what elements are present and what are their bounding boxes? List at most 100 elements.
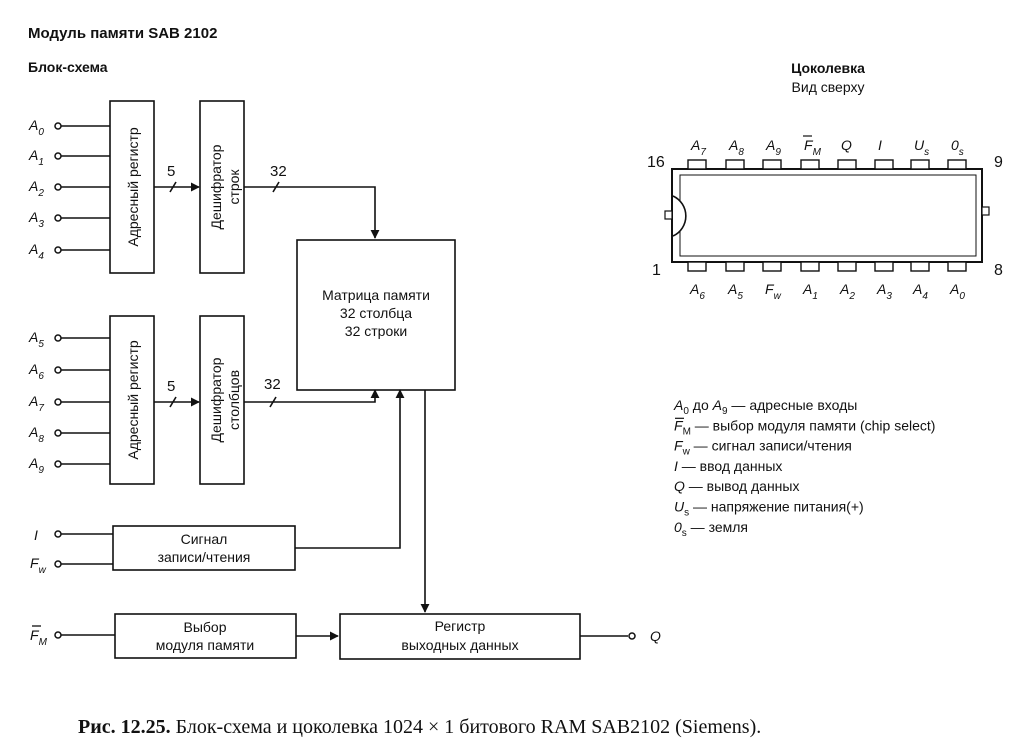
chip-pin-top — [725, 159, 745, 170]
chip-pin-bottom-label: A3 — [876, 281, 892, 302]
pinout-title: Цоколевка — [791, 60, 865, 76]
input-a2-label: A2 — [28, 178, 44, 199]
rw-to-matrix-line — [295, 389, 405, 549]
pin-9-label: 9 — [994, 154, 1003, 171]
chip-pin-bottom — [725, 261, 745, 272]
pin-8-label: 8 — [994, 262, 1003, 279]
chip-pin-top-label: I — [878, 137, 882, 153]
chip-pin-top-label: Us — [914, 137, 929, 158]
legend-row: Q — вывод данных — [674, 478, 799, 494]
chip-side-tab — [981, 206, 990, 216]
chip-select-label-1: Выбор — [184, 619, 227, 635]
chip-pin-bottom — [910, 261, 930, 272]
address-register-bottom-label: Адресный регистр — [125, 340, 141, 459]
address-register-top-label: Адресный регистр — [125, 127, 141, 246]
address-input-terminal — [54, 246, 62, 254]
input-i-terminal — [54, 530, 62, 538]
legend-row: Us — напряжение питания(+) — [674, 499, 864, 519]
address-input-terminal — [54, 183, 62, 191]
chip-notch-icon — [672, 195, 687, 237]
bus-tick — [169, 396, 177, 408]
memory-matrix-label-3: 32 строки — [345, 323, 407, 339]
output-q-terminal — [628, 632, 636, 640]
input-i-label: I — [34, 527, 38, 543]
pin-16-label: 16 — [647, 154, 665, 171]
chip-pin-top-label: 0s — [951, 137, 964, 158]
chip-pin-bottom-label: A0 — [949, 281, 965, 302]
chip-pin-bottom-label: A6 — [689, 281, 705, 302]
address-input-terminal — [54, 334, 62, 342]
bus-width-label: 32 — [264, 376, 281, 393]
chip-pin-bottom-label: A2 — [839, 281, 855, 302]
chip-select-label-2: модуля памяти — [156, 637, 254, 653]
row-decoder-label-2: строк — [226, 169, 242, 205]
legend-row: I — ввод данных — [674, 458, 782, 474]
chip-pin-bottom — [687, 261, 707, 272]
bus-width-label: 5 — [167, 163, 175, 180]
input-a8-label: A8 — [28, 424, 44, 445]
chip-pin-bottom-label: Fw — [765, 281, 782, 302]
input-a9-label: A9 — [28, 455, 44, 476]
output-register-label-2: выходных данных — [401, 637, 518, 653]
chip-pin-top-label: A7 — [690, 137, 706, 158]
address-input-terminal — [54, 460, 62, 468]
memory-matrix-label-2: 32 столбца — [340, 305, 412, 321]
chip-select-block — [114, 613, 297, 659]
chip-pin-top-label: A8 — [728, 137, 744, 158]
input-a6-label: A6 — [28, 361, 44, 382]
chip-pin-top-label: FM — [804, 137, 822, 158]
legend-row: A0 до A9 — адресные входы — [673, 397, 857, 417]
figure-caption: Рис. 12.25. Блок-схема и цоколевка 1024 … — [78, 716, 761, 738]
chip-pin-top — [874, 159, 894, 170]
bus-tick — [272, 181, 280, 193]
legend-row: 0s — земля — [674, 519, 748, 539]
output-register-label-1: Регистр — [435, 618, 486, 634]
read-write-label-2: записи/чтения — [158, 549, 251, 565]
page-title: Модуль памяти SAB 2102 — [28, 25, 217, 42]
address-input-terminal — [54, 152, 62, 160]
bus-tick — [269, 396, 277, 408]
pinout-subtitle: Вид сверху — [792, 79, 865, 95]
address-input-terminal — [54, 122, 62, 130]
address-input-terminal — [54, 214, 62, 222]
bus-row-to-matrix — [244, 186, 380, 239]
input-a4-label: A4 — [28, 241, 44, 262]
column-decoder-label-2: столбцов — [226, 370, 242, 430]
bus-width-label: 32 — [270, 163, 287, 180]
output-q-label: Q — [650, 628, 661, 644]
bus-col-to-matrix — [244, 389, 380, 403]
chip-pin-top — [910, 159, 930, 170]
chip-pin-bottom — [800, 261, 820, 272]
chip-pin-bottom-label: A1 — [802, 281, 818, 302]
read-write-label-1: Сигнал — [181, 531, 228, 547]
address-input-terminal — [54, 366, 62, 374]
address-input-terminal — [54, 398, 62, 406]
memory-matrix — [296, 239, 456, 391]
pin-1-label: 1 — [652, 262, 661, 279]
chip-pin-top — [947, 159, 967, 170]
read-write-signal-block — [112, 525, 296, 571]
chip-side-tab — [664, 210, 673, 220]
column-decoder-label-1: Дешифратор — [208, 357, 224, 442]
input-fm-label: FM — [30, 627, 48, 648]
input-fm-terminal — [54, 631, 62, 639]
chip-pin-bottom-label: A5 — [727, 281, 743, 302]
bus-width-label: 5 — [167, 378, 175, 395]
chip-pin-top — [762, 159, 782, 170]
chip-pin-top — [687, 159, 707, 170]
output-register-block — [339, 613, 581, 660]
chip-pin-bottom-label: A4 — [912, 281, 928, 302]
chip-pin-top-label: A9 — [765, 137, 781, 158]
chip-pin-top — [837, 159, 857, 170]
chip-pin-bottom — [947, 261, 967, 272]
memory-matrix-label-1: Матрица памяти — [322, 287, 430, 303]
chip-pin-bottom — [762, 261, 782, 272]
input-a3-label: A3 — [28, 209, 44, 230]
chip-pin-bottom — [837, 261, 857, 272]
column-decoder — [199, 315, 245, 485]
row-decoder-label-1: Дешифратор — [208, 144, 224, 229]
chip-pin-top — [800, 159, 820, 170]
